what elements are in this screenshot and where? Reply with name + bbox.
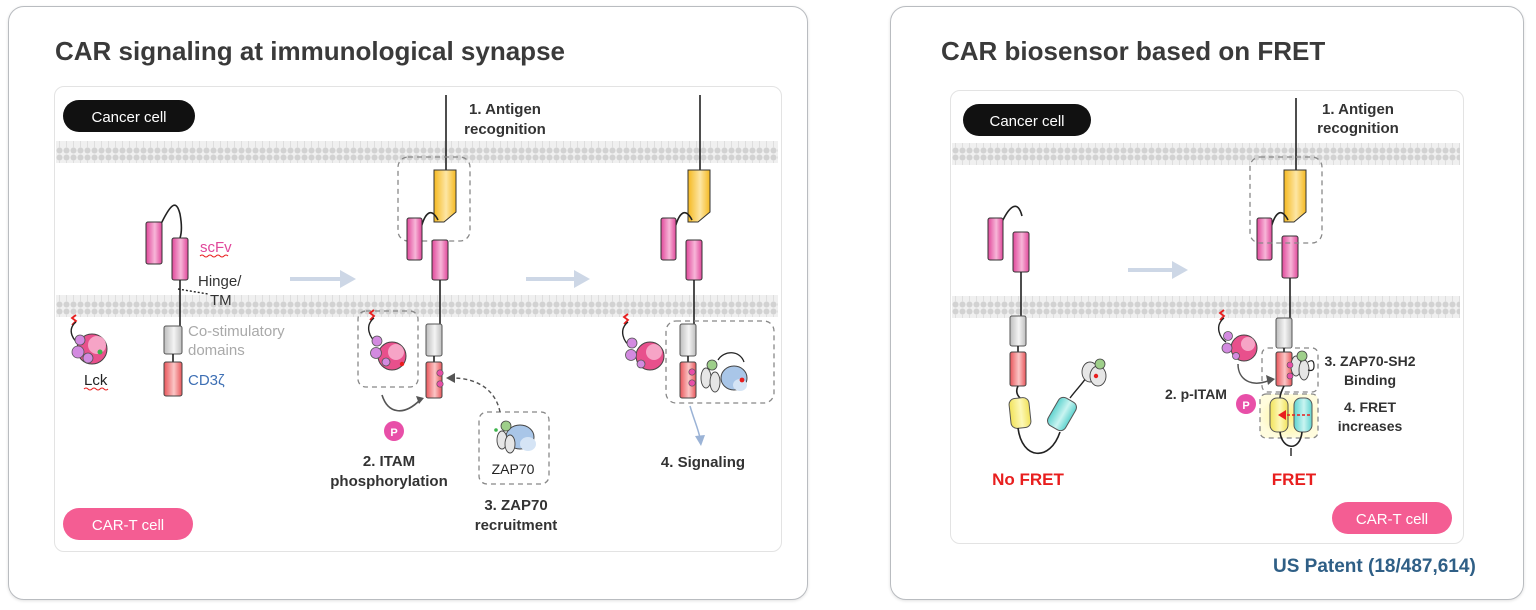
left-step1-line1: 1. Antigen bbox=[469, 101, 541, 118]
zap70-label: ZAP70 bbox=[492, 461, 535, 477]
lck-kinase-signaling bbox=[621, 313, 665, 371]
right-step1-line1: 1. Antigen bbox=[1322, 101, 1394, 118]
lck-label: Lck bbox=[84, 372, 108, 389]
left-cancer-cell-pill bbox=[63, 100, 195, 132]
car-receptor-resting bbox=[145, 204, 189, 397]
right-phosphate-icon bbox=[1236, 394, 1256, 414]
right-cancer-cell-membrane bbox=[952, 143, 1460, 165]
fret-pair bbox=[1269, 385, 1313, 456]
left-step2-line1: 2. ITAM bbox=[363, 453, 415, 470]
right-step1-line2: recognition bbox=[1317, 120, 1399, 137]
right-step4-line2: increases bbox=[1338, 418, 1403, 434]
right-cart-cell-pill bbox=[1332, 502, 1452, 534]
left-cart-cell-label: CAR-T cell bbox=[92, 517, 164, 534]
right-step3-line1: 3. ZAP70-SH2 bbox=[1324, 353, 1415, 369]
no-fret-label: No FRET bbox=[992, 470, 1064, 489]
right-lck-kinase bbox=[1217, 309, 1258, 362]
left-step3-line2: recruitment bbox=[475, 517, 558, 534]
hinge-label: Hinge/ bbox=[198, 273, 242, 290]
fret-label: FRET bbox=[1272, 470, 1317, 489]
transition-arrow-2 bbox=[526, 270, 590, 288]
t-cell-membrane bbox=[56, 295, 778, 317]
right-transition-arrow bbox=[1128, 261, 1188, 279]
patent-label: US Patent (18/487,614) bbox=[1273, 556, 1476, 577]
right-cancer-cell-label: Cancer cell bbox=[989, 113, 1064, 130]
phosphate-icon bbox=[384, 421, 404, 441]
recruitment-arrow bbox=[451, 377, 501, 413]
zap70-bound bbox=[688, 352, 748, 393]
left-cancer-cell-label: Cancer cell bbox=[91, 109, 166, 126]
phosphate-label: P bbox=[390, 427, 397, 439]
right-panel-title: CAR biosensor based on FRET bbox=[941, 36, 1326, 66]
right-step4-line1: 4. FRET bbox=[1344, 399, 1397, 415]
zap70-protein bbox=[494, 420, 536, 454]
zap70-sh2-bound bbox=[1286, 350, 1315, 381]
left-step4: 4. Signaling bbox=[661, 454, 745, 471]
right-antigen-recognition-box bbox=[1249, 156, 1323, 244]
car-receptor-bound bbox=[406, 211, 449, 399]
zap70-box bbox=[478, 411, 550, 485]
antigen-on-cancer-cell bbox=[433, 95, 457, 223]
cancer-cell-membrane bbox=[56, 141, 778, 163]
left-cart-cell-pill bbox=[63, 508, 193, 540]
left-panel-title: CAR signaling at immunological synapse bbox=[55, 36, 565, 66]
signaling-arrow bbox=[689, 405, 701, 439]
right-cart-cell-label: CAR-T cell bbox=[1356, 511, 1428, 528]
lck-kinase bbox=[70, 314, 108, 365]
right-cancer-cell-pill bbox=[963, 104, 1091, 136]
car-receptor-signaling bbox=[660, 95, 711, 399]
right-t-cell-membrane bbox=[952, 296, 1460, 318]
lck-kinase-active bbox=[367, 309, 407, 371]
lck-phosphorylation-box bbox=[357, 310, 419, 388]
phosphorylation-arrow bbox=[381, 394, 421, 412]
scfv-label: scFv bbox=[200, 239, 232, 256]
p-itam-arrow bbox=[1237, 363, 1271, 384]
left-step2-line2: phosphorylation bbox=[330, 473, 448, 490]
transition-arrow-1 bbox=[290, 270, 356, 288]
cd3z-label: CD3ζ bbox=[188, 372, 225, 389]
biosensor-bound bbox=[1256, 98, 1307, 387]
tm-label: TM bbox=[210, 292, 232, 309]
costim-label-line1: Co-stimulatory bbox=[188, 323, 285, 340]
zap70-sh2-binding-box bbox=[1261, 347, 1319, 393]
costim-label-line2: domains bbox=[188, 342, 245, 359]
biosensor-resting bbox=[987, 205, 1107, 455]
right-phosphate-label: P bbox=[1242, 400, 1249, 412]
signaling-complex-box bbox=[665, 320, 775, 404]
right-step3-line2: Binding bbox=[1344, 372, 1396, 388]
fret-increase-box bbox=[1259, 393, 1319, 439]
left-step1-line2: recognition bbox=[464, 121, 546, 138]
left-step3-line1: 3. ZAP70 bbox=[484, 497, 547, 514]
right-step2: 2. p-ITAM bbox=[1165, 386, 1227, 402]
